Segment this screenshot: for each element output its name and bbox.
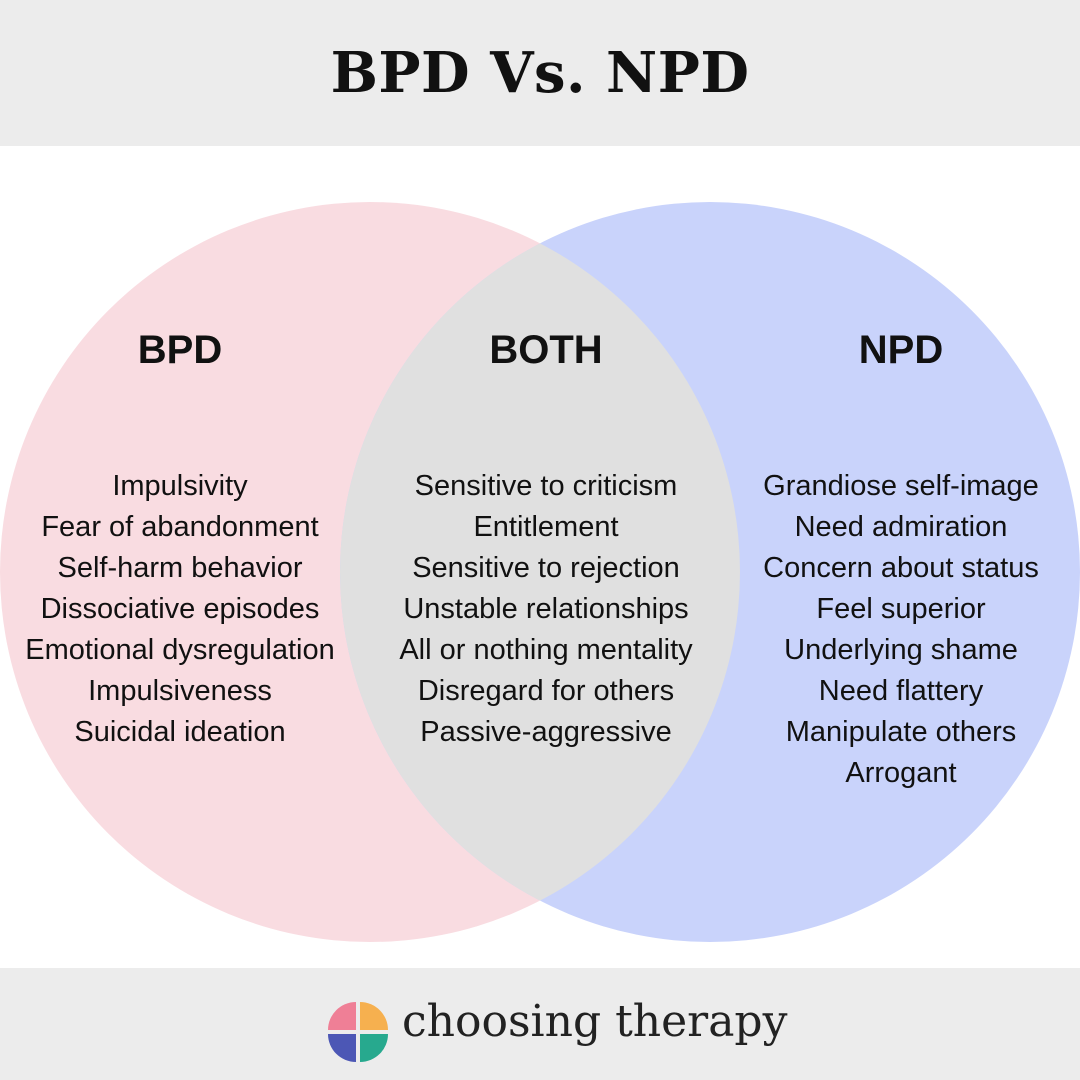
bpd-item: Impulsivity <box>112 470 248 502</box>
bpd-item: Emotional dysregulation <box>25 634 335 666</box>
npd-item: Feel superior <box>816 593 986 625</box>
bpd-item: Self-harm behavior <box>57 552 303 584</box>
both-heading: BOTH <box>489 328 603 372</box>
brand-name: choosing therapy <box>402 996 788 1047</box>
bpd-heading: BPD <box>137 328 223 372</box>
npd-item: Need admiration <box>794 511 1008 543</box>
both-item: Passive-aggressive <box>420 716 672 748</box>
venn-circles <box>0 202 1080 942</box>
four-petal-logo-icon <box>328 1002 388 1062</box>
footer-band: choosing therapy <box>0 968 1080 1080</box>
venn-diagram: BPD Impulsivity Fear of abandonment Self… <box>0 146 1080 968</box>
header-band: BPD Vs. NPD <box>0 0 1080 146</box>
npd-item: Need flattery <box>818 675 984 707</box>
both-item: Sensitive to criticism <box>414 470 678 502</box>
npd-item: Concern about status <box>763 552 1039 584</box>
logo-petal-orange <box>360 1002 388 1030</box>
logo-petal-blue <box>328 1034 356 1062</box>
both-item: Entitlement <box>473 511 619 543</box>
npd-heading: NPD <box>858 328 944 372</box>
both-item: Disregard for others <box>417 675 675 707</box>
both-item: Unstable relationships <box>403 593 689 625</box>
page-title: BPD Vs. NPD <box>330 40 750 106</box>
both-item: Sensitive to rejection <box>412 552 680 584</box>
logo-petal-pink <box>328 1002 356 1030</box>
bpd-list: Impulsivity Fear of abandonment Self-har… <box>10 466 350 753</box>
both-list: Sensitive to criticism Entitlement Sensi… <box>376 466 716 753</box>
npd-item: Arrogant <box>845 757 957 789</box>
npd-item: Manipulate others <box>785 716 1017 748</box>
npd-item: Underlying shame <box>784 634 1018 666</box>
bpd-item: Dissociative episodes <box>40 593 320 625</box>
bpd-item: Suicidal ideation <box>74 716 286 748</box>
npd-item: Grandiose self-image <box>763 470 1039 502</box>
both-item: All or nothing mentality <box>399 634 693 666</box>
bpd-item: Fear of abandonment <box>41 511 319 543</box>
bpd-item: Impulsiveness <box>88 675 272 707</box>
npd-list: Grandiose self-image Need admiration Con… <box>742 466 1060 794</box>
overlap-region <box>340 202 740 942</box>
logo-petal-green <box>360 1034 388 1062</box>
